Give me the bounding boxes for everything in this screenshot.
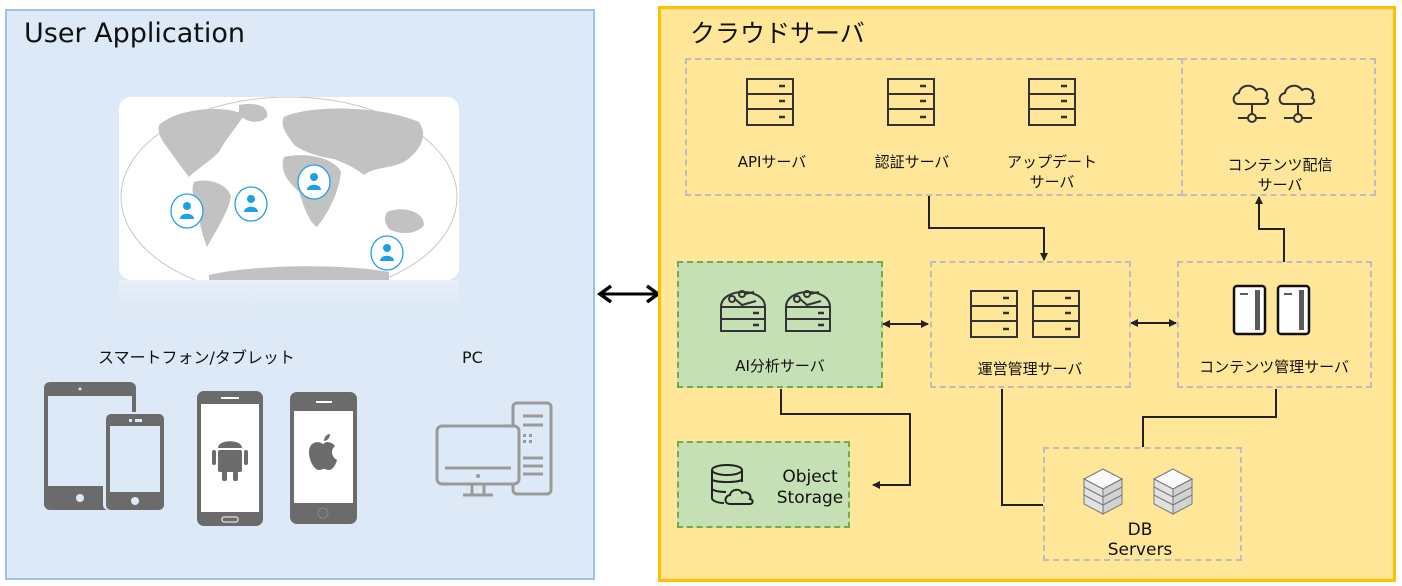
tower-server-icon	[1232, 284, 1311, 336]
cdn-label-line1: コンテンツ配信	[1227, 156, 1333, 174]
db-server-icons	[1082, 468, 1203, 522]
pc-label: PC	[462, 348, 483, 367]
server-rack-icon	[970, 290, 1080, 338]
api-server-label: APIサーバ	[737, 153, 807, 171]
map-reflection	[119, 280, 459, 310]
tablet-phone-device	[43, 382, 165, 516]
user-icon	[297, 164, 331, 200]
server-rack-icon	[746, 78, 794, 126]
ai-server-icon	[720, 290, 831, 332]
user-marker	[297, 164, 331, 204]
content-management-server-node[interactable]	[1177, 261, 1372, 388]
object-storage-node[interactable]	[677, 441, 850, 528]
content-server-icons	[1232, 284, 1313, 341]
object-storage-label-line1: Object	[782, 467, 838, 487]
ai-analysis-server-node[interactable]	[677, 261, 883, 388]
cdn-server-label: コンテンツ配信 サーバ	[1210, 155, 1350, 195]
cdn-label-line2: サーバ	[1257, 176, 1303, 194]
connector-ai-to-storage	[780, 389, 911, 489]
database-cloud-icon	[711, 464, 754, 505]
object-storage-label: Object Storage	[765, 467, 855, 509]
cdn-server-group[interactable]	[1181, 58, 1376, 196]
server-rack-icon	[1028, 78, 1076, 126]
auth-server-label: 認証サーバ	[874, 153, 950, 171]
cloud-server-title: クラウドサーバ	[690, 19, 865, 48]
user-icon	[370, 235, 404, 271]
db-servers-node[interactable]	[1043, 447, 1242, 561]
update-server-node[interactable]	[1028, 78, 1076, 130]
db-servers-label: DB Servers	[1090, 520, 1190, 560]
ai-server-icons	[720, 283, 840, 337]
auth-server-node[interactable]	[887, 78, 935, 130]
cdn-icons	[1232, 80, 1332, 132]
ai-server-label: AI分析サーバ	[735, 357, 825, 375]
connector-content-to-db	[1142, 389, 1277, 447]
tablet-phone-icon	[44, 382, 165, 510]
android-phone-device	[197, 391, 265, 531]
smartphone-tablet-label: スマートフォン/タブレット	[98, 348, 295, 367]
user-icon	[234, 186, 268, 222]
iphone-icon	[290, 392, 357, 524]
server-rack-icon	[887, 78, 935, 126]
connector-content-to-cdn	[1255, 196, 1285, 262]
update-server-label: アップデート サーバ	[1002, 152, 1102, 192]
user-marker	[170, 193, 204, 233]
db-servers-label-line1: DB	[1127, 520, 1153, 540]
connector-top-to-ops	[928, 195, 1048, 261]
user-icon	[170, 193, 204, 229]
update-server-label-line1: アップデート	[1006, 153, 1097, 171]
ops-management-server-node[interactable]	[930, 261, 1131, 388]
object-storage-label-line2: Storage	[776, 488, 844, 508]
iphone-device	[290, 392, 358, 530]
desktop-pc-device	[435, 400, 555, 504]
update-server-label-line2: サーバ	[1029, 173, 1075, 191]
cloud-network-icon	[1232, 84, 1316, 123]
connector-ops-to-db	[1001, 389, 1043, 506]
user-application-title: User Application	[24, 18, 245, 49]
android-phone-icon	[197, 391, 263, 526]
world-map-icon	[120, 97, 458, 280]
api-server-node[interactable]	[746, 78, 794, 130]
content-server-label: コンテンツ管理サーバ	[1199, 358, 1349, 376]
ops-server-icons	[970, 290, 1082, 342]
desktop-pc-icon	[435, 401, 553, 497]
object-storage-icon-wrap	[710, 464, 756, 512]
db-servers-label-line2: Servers	[1107, 540, 1173, 560]
ops-server-label: 運営管理サーバ	[977, 360, 1083, 378]
user-marker	[234, 186, 268, 226]
user-marker	[370, 235, 404, 275]
isometric-server-icon	[1082, 468, 1194, 515]
